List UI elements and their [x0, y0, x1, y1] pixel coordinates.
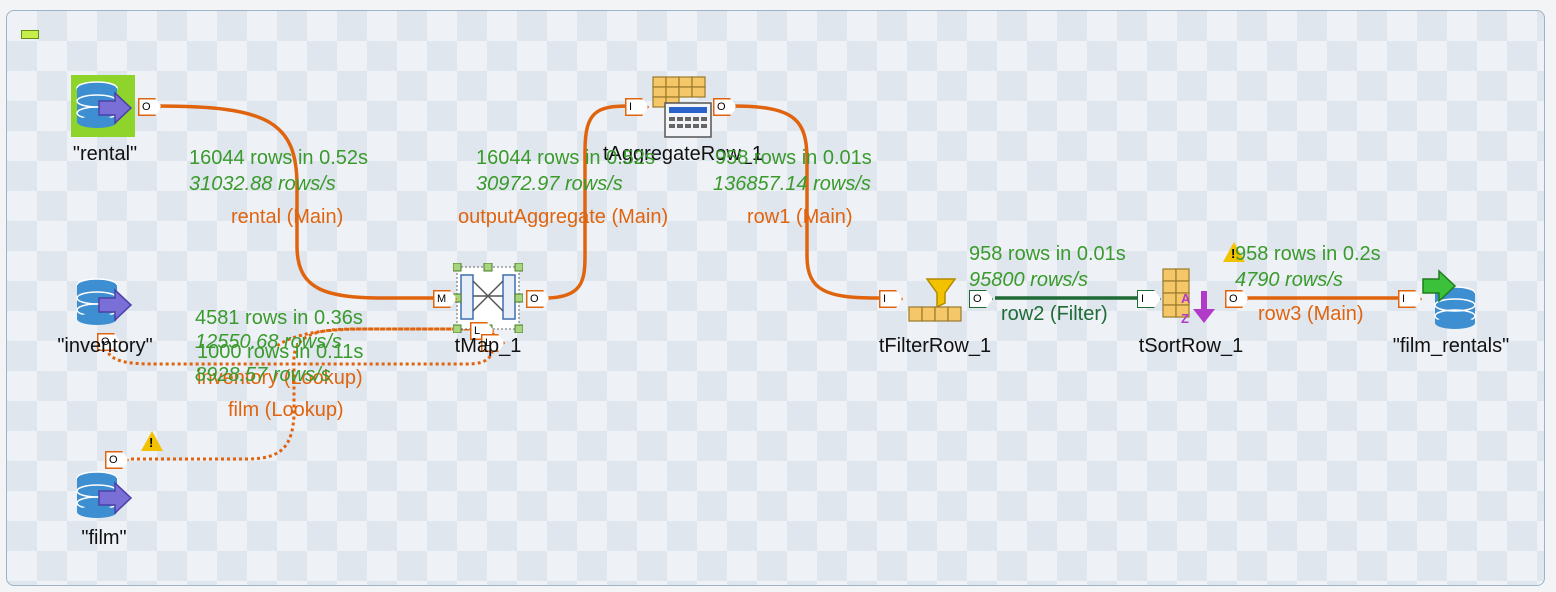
sort-label: tSortRow_1	[1138, 335, 1244, 357]
db-output-icon	[1422, 269, 1476, 329]
link-label-film[interactable]: film (Lookup)	[228, 399, 344, 421]
link-film[interactable]	[131, 327, 481, 461]
link-label-output-aggregate[interactable]: outputAggregate (Main)	[458, 206, 669, 228]
aggregate-input-port[interactable]: I	[625, 98, 649, 116]
inventory-component[interactable]	[75, 276, 139, 332]
row3-stats-rows: 958 rows in 0.2s	[1235, 243, 1381, 265]
film-rentals-label: "film_rentals"	[1392, 335, 1510, 357]
row1-stats-rate: 136857.14 rows/s	[713, 173, 871, 195]
filter-component[interactable]	[905, 277, 967, 323]
row1-stats-rows: 958 rows in 0.01s	[715, 147, 872, 169]
filter-icon	[908, 278, 962, 322]
rental-output-port[interactable]: O	[138, 98, 162, 116]
link-inventory[interactable]	[102, 327, 495, 366]
film-label: "film"	[81, 527, 127, 549]
link-label-inventory[interactable]: inventory (Lookup)	[197, 367, 363, 389]
aggregate-component[interactable]	[647, 75, 717, 139]
film-rentals-input-port[interactable]: I	[1398, 290, 1422, 308]
sort-output-port[interactable]: O	[1225, 290, 1249, 308]
filter-output-port[interactable]: O	[969, 290, 993, 308]
link-label-row2[interactable]: row2 (Filter)	[1001, 303, 1108, 325]
sort-icon: A Z	[1162, 268, 1215, 326]
db-input-icon	[76, 471, 133, 518]
warning-icon[interactable]: !	[1223, 242, 1245, 262]
rental-stats-rows: 16044 rows in 0.52s	[189, 147, 369, 169]
link-output-aggregate[interactable]	[544, 104, 630, 300]
svg-text:Z: Z	[1181, 311, 1189, 326]
link-rental[interactable]	[156, 104, 438, 300]
inventory-stats-rows: 4581 rows in 0.36s	[195, 307, 363, 329]
filter-label: tFilterRow_1	[878, 335, 992, 357]
links-layer	[102, 104, 1401, 461]
aggregate-icon	[652, 76, 712, 138]
warning-icon[interactable]: !	[141, 431, 163, 451]
aggregate-output-port[interactable]: O	[713, 98, 737, 116]
tmap-label: tMap_1	[454, 335, 522, 357]
tmap-lookup-port-2[interactable]: L	[481, 334, 505, 352]
inventory-stats-rate: 12550.68 rows/s	[195, 331, 342, 353]
link-row1[interactable]	[731, 104, 882, 300]
tmap-component[interactable]	[452, 262, 524, 334]
sort-input-port[interactable]: I	[1137, 290, 1161, 308]
link-label-row1[interactable]: row1 (Main)	[747, 206, 853, 228]
film-component[interactable]	[75, 469, 139, 525]
row2-stats-rate: 95800 rows/s	[969, 269, 1088, 291]
svg-text:A: A	[1181, 291, 1191, 306]
aggregate-label: tAggregateRow_1	[602, 143, 764, 165]
rental-component[interactable]	[71, 75, 135, 137]
filter-input-port[interactable]: I	[879, 290, 903, 308]
tmap-output-port[interactable]: O	[526, 290, 550, 308]
tmap-main-port[interactable]: M	[433, 290, 457, 308]
link-label-rental[interactable]: rental (Main)	[231, 206, 344, 228]
rental-stats-rate: 31032.88 rows/s	[189, 173, 336, 195]
aggregate-stats-rate: 30972.97 rows/s	[476, 173, 623, 195]
subjob-collapse-toggle[interactable]	[21, 30, 39, 39]
aggregate-stats-rows: 16044 rows in 0.52s	[476, 147, 656, 169]
db-input-icon	[76, 278, 133, 325]
row2-stats-rows: 958 rows in 0.01s	[969, 243, 1126, 265]
link-label-row3[interactable]: row3 (Main)	[1258, 303, 1364, 325]
inventory-output-port[interactable]: O	[97, 333, 121, 351]
row3-stats-rate: 4790 rows/s	[1235, 269, 1343, 291]
inventory-label: "inventory"	[57, 335, 153, 357]
db-input-icon	[76, 81, 133, 128]
rental-label: "rental"	[72, 143, 138, 165]
film-stats-rate: 8928.57 rows/s	[195, 364, 331, 386]
film-rentals-component[interactable]	[1419, 267, 1479, 331]
tmap-icon	[452, 262, 524, 334]
film-stats-rows: 1000 rows in 0.11s	[197, 341, 364, 363]
film-output-port[interactable]: O	[105, 451, 129, 469]
sort-component[interactable]: A Z	[1161, 267, 1221, 327]
job-designer-canvas[interactable]: O "rental" O "inventory" O ! "film"	[6, 10, 1545, 586]
